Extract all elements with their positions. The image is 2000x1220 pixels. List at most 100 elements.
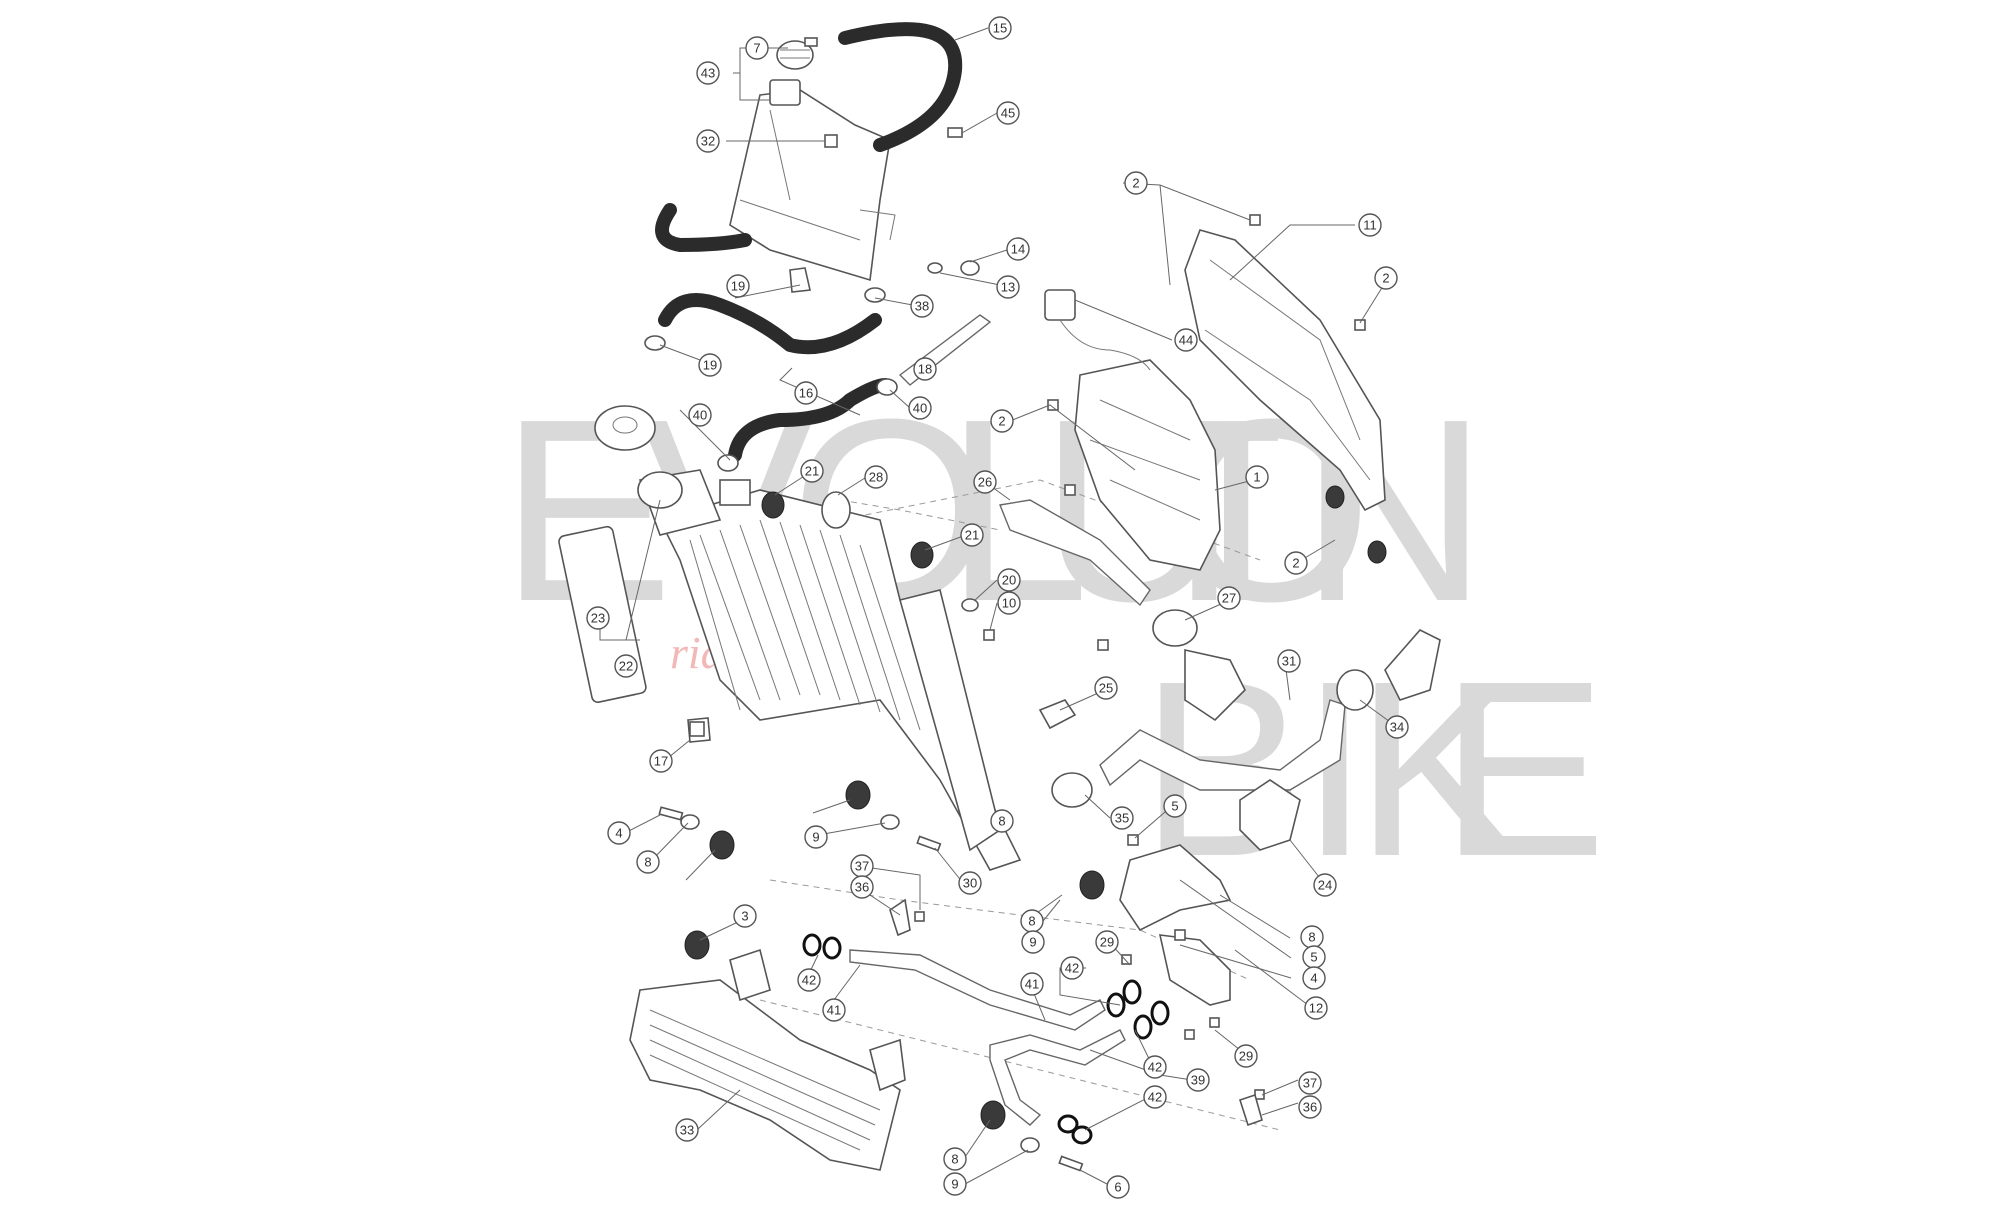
callout-42: 42 xyxy=(1143,1055,1167,1079)
filler-neck-bracket xyxy=(719,479,751,506)
callout-circle xyxy=(910,294,934,318)
hose-16 xyxy=(728,378,892,462)
callout-circle xyxy=(1358,213,1382,237)
callout-43: 43 xyxy=(696,61,720,85)
callout-circle xyxy=(1298,1095,1322,1119)
callout-circle xyxy=(614,654,638,678)
callout-circle xyxy=(1304,996,1328,1020)
callout-1: 1 xyxy=(1245,465,1269,489)
callout-35: 35 xyxy=(1110,806,1134,830)
bolt-29 xyxy=(1121,954,1132,965)
callout-circle xyxy=(1186,1068,1210,1092)
callout-circle xyxy=(1110,806,1134,830)
washer-20 xyxy=(961,598,979,612)
callout-circle xyxy=(698,353,722,377)
callout-14: 14 xyxy=(1006,237,1030,261)
rubber-grommets xyxy=(684,485,1387,1130)
callout-circle xyxy=(1020,972,1044,996)
evolution-bike-watermark: E V O L U T I O N B I K E ride the power xyxy=(500,366,1607,908)
callout-26: 26 xyxy=(973,470,997,494)
callout-circle xyxy=(1163,794,1187,818)
callout-25: 25 xyxy=(1094,676,1118,700)
callout-28: 28 xyxy=(864,465,888,489)
callout-circle xyxy=(696,61,720,85)
callout-22: 22 xyxy=(614,654,638,678)
callout-number: 34 xyxy=(1390,720,1404,735)
fan-shroud xyxy=(1184,229,1386,512)
callout-number: 45 xyxy=(1001,106,1015,121)
bolt-10 xyxy=(983,629,995,641)
o-rings xyxy=(802,933,1170,1145)
callout-45: 45 xyxy=(996,101,1020,125)
callout-41: 41 xyxy=(822,998,846,1022)
radiator-fan xyxy=(1074,359,1221,571)
callout-circle xyxy=(586,606,610,630)
callout-number: 2 xyxy=(1132,176,1139,191)
watermark-letter: E xyxy=(1440,629,1607,908)
callout-circle xyxy=(958,871,982,895)
radiator-cap xyxy=(594,405,656,451)
callout-number: 2 xyxy=(1382,271,1389,286)
bolt-5 xyxy=(1127,834,1139,846)
bolt-4 xyxy=(1174,929,1186,941)
callout-39: 39 xyxy=(1186,1068,1210,1092)
callout-number: 35 xyxy=(1115,811,1129,826)
bolt-29 xyxy=(1209,1017,1220,1028)
callout-number: 21 xyxy=(805,464,819,479)
callout-8: 8 xyxy=(1300,925,1324,949)
callout-number: 27 xyxy=(1222,591,1236,606)
watermark-letter: K xyxy=(1355,629,1522,908)
callout-36: 36 xyxy=(850,875,874,899)
callout-number: 31 xyxy=(1282,654,1296,669)
callout-number: 40 xyxy=(913,401,927,416)
tank-spacer xyxy=(824,134,838,148)
callout-23: 23 xyxy=(586,606,610,630)
clamp-40 xyxy=(717,454,739,472)
callout-number: 5 xyxy=(1310,950,1317,965)
grommet-8 xyxy=(709,830,735,860)
bracket-12 xyxy=(1158,934,1231,1006)
callout-8: 8 xyxy=(636,850,660,874)
callout-30: 30 xyxy=(958,871,982,895)
callout-number: 9 xyxy=(1029,935,1036,950)
callout-circle xyxy=(1060,956,1084,980)
callout-2: 2 xyxy=(1374,266,1398,290)
callout-circle xyxy=(990,809,1014,833)
callout-19: 19 xyxy=(698,353,722,377)
callout-circle xyxy=(913,357,937,381)
screw-14 xyxy=(960,260,980,276)
callout-21: 21 xyxy=(960,523,984,547)
callout-circle xyxy=(696,129,720,153)
bolt-2 xyxy=(1249,214,1261,226)
bolt-37 xyxy=(914,911,925,922)
bolt-4 xyxy=(658,806,684,821)
callout-number: 22 xyxy=(619,659,633,674)
callout-number: 8 xyxy=(1308,930,1315,945)
clip-36 xyxy=(889,898,911,937)
clip-36 xyxy=(1238,1093,1263,1127)
callout-8: 8 xyxy=(990,809,1014,833)
callout-number: 41 xyxy=(827,1003,841,1018)
callout-circle xyxy=(988,16,1012,40)
callout-9: 9 xyxy=(943,1172,967,1196)
callout-10: 10 xyxy=(997,591,1021,615)
washer-9 xyxy=(1020,1137,1040,1153)
callout-38: 38 xyxy=(910,294,934,318)
bolt-6 xyxy=(1058,1155,1084,1172)
callout-circle xyxy=(797,968,821,992)
fan-connector xyxy=(1044,289,1151,371)
callout-7: 7 xyxy=(745,36,769,60)
callout-2: 2 xyxy=(990,409,1014,433)
callout-number: 13 xyxy=(1001,280,1015,295)
callout-8: 8 xyxy=(943,1147,967,1171)
callout-42: 42 xyxy=(1060,956,1084,980)
hose-clamp-35 xyxy=(1051,772,1093,808)
callout-number: 8 xyxy=(998,814,1005,829)
callout-number: 19 xyxy=(703,358,717,373)
hose-18 xyxy=(658,293,882,355)
callout-circle xyxy=(822,998,846,1022)
callout-circle xyxy=(794,381,818,405)
callout-16: 16 xyxy=(794,381,818,405)
callout-circle xyxy=(943,1172,967,1196)
